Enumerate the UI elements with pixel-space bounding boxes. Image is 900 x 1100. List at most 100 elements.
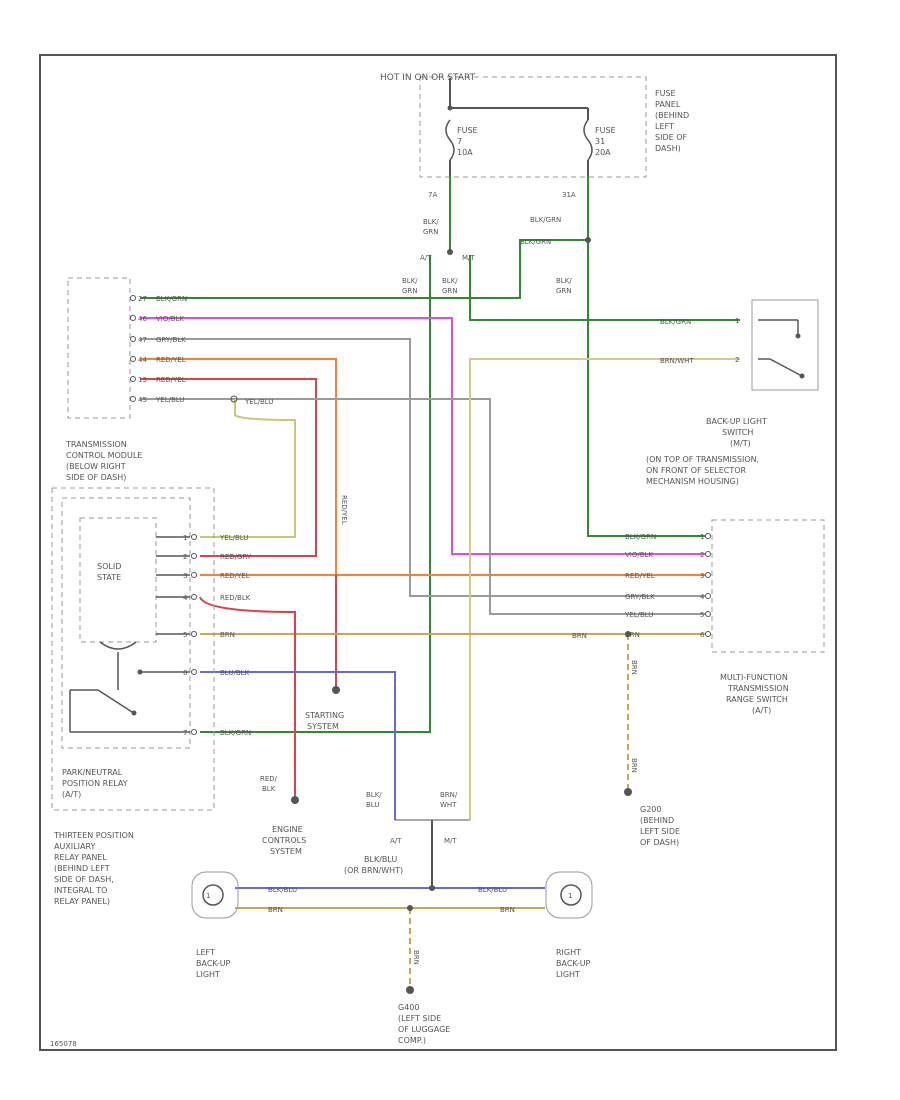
fuse-panel-label-2: PANEL [655,100,681,109]
g400-wire: BRN [412,950,420,965]
g200-label-3: LEFT SIDE [640,827,680,836]
fuse-31-label-2: 31 [595,137,605,146]
hot-label: HOT IN ON OR START [380,73,476,83]
relay-wire-5: BLU/BLK [220,669,250,677]
left-lamp-icon [202,884,224,906]
mfs-pin-2 [705,572,711,578]
relay-pin-number-5: 6 [183,669,188,677]
tcm-wire-0: BLK/GRN [156,295,187,303]
fuse-panel-label-6: DASH) [655,144,681,153]
mfs-pin-4 [705,611,711,617]
relay-pin-3 [191,594,197,600]
g400-label-3: OF LUGGAGE [398,1025,450,1034]
switch-wire-2: BRN/WHT [660,357,694,365]
relay-vertical-wire: RED/YEL [340,495,348,525]
relay-wire-3: RED/BLK [220,594,251,602]
tcm-pin-4 [130,376,136,382]
starting-system-2: SYSTEM [307,722,339,731]
junction-label-2: (OR BRN/WHT) [344,866,403,875]
tcm-wire-3: RED/YEL [156,356,186,364]
switch-blade [769,358,801,376]
mid-wire-right-2: GRN [442,287,458,295]
fuse-panel-label-4: LEFT [655,122,674,131]
svg-text:1: 1 [206,892,210,900]
fuse-panel-label-3: (BEHIND [655,111,689,120]
g200-wire-1: BRN [630,660,638,675]
left-light-label-3: LIGHT [196,970,220,979]
relay-contact [97,689,133,713]
left-lamp-wire-2: BRN [268,906,283,914]
mfs-wire-left: BRN [572,632,587,640]
splice-nodes [230,237,632,994]
relay-pin-number-1: 2 [183,553,187,561]
fuse-31-label-3: 20A [595,148,611,157]
splice-at-label: A/T [420,254,432,262]
wire-tcm27-grn [140,239,588,299]
svg-text:1: 1 [568,892,572,900]
relay-wire-1: RED/GRY [220,553,252,561]
switch-pin-2: 2 [735,356,739,364]
panel-label-4: (BEHIND LEFT [54,864,110,873]
misc-labels: STARTING SYSTEM RED/ BLK ENGINE CONTROLS… [50,660,680,1048]
engine-controls-3: SYSTEM [270,847,302,856]
switch-label-1: BACK-UP LIGHT [706,417,767,426]
mid-wire-far-1: BLK/ [556,277,572,285]
wire-relay7-grn [200,255,431,733]
mid-wire-left-1: BLK/ [402,277,418,285]
mid-wire-right-1: BLK/ [442,277,458,285]
fuse-31-label-1: FUSE [595,126,616,135]
wire-redblk [199,596,296,800]
switch-label-5: ON FRONT OF SELECTOR [646,466,747,475]
relay-panel-outer [51,487,215,811]
g200-label-2: (BEHIND [640,816,674,825]
fuse31-wire: BLK/GRN [530,216,561,224]
wire-blublk [200,671,396,820]
brnwht-wire-1: BRN/ [440,791,458,799]
engine-wire-1: RED/ [260,775,278,783]
mfs-label-2: TRANSMISSION [727,684,789,693]
tcm-label-2: CONTROL MODULE [66,451,142,460]
mfs-wire-5: BRN [625,631,640,639]
relay-pin-1 [191,553,197,559]
right-lamp-icon [560,884,582,906]
fuse-31-symbol [583,119,593,161]
solid-state-1: SOLID [97,562,121,571]
mid-wire-left-2: GRN [402,287,418,295]
tcm-pin-number-4: 13 [138,376,147,384]
mfs-wire-0: BLK/GRN [625,533,656,541]
switch-label-2: SWITCH [722,428,753,437]
relay-pin-5 [191,669,197,675]
mfs-pin-number-2: 3 [700,572,704,580]
switch-wire-1: BLK/GRN [660,318,691,326]
fuse-31-pin: 31A [562,191,576,199]
relay-wire-0: YEL/BLU [219,534,248,542]
tcm-pin-2 [130,336,136,342]
fuse-7-symbol [445,119,455,161]
switch-pin-1: 1 [735,317,739,325]
junction-label-1: BLK/BLU [364,855,397,864]
splice-labels: A/T M/T BLK/GRN BLK/ GRN BLK/GRN BLK/ GR… [402,216,572,295]
fuse-panel-box [419,76,647,178]
engine-wire-2: BLK [262,785,276,793]
wire-brnwht [469,358,740,820]
tcm-pin-number-1: 46 [138,315,147,323]
tcm-pin-3 [130,356,136,362]
mfs-pin-number-5: 6 [700,631,705,639]
switch-label-4: (ON TOP OF TRANSMISSION, [646,455,759,464]
mfs-pins: 1BLK/GRN2VIO/BLK3RED/YEL4GRY/BLK5YEL/BLU… [624,533,711,639]
wire-org-mfs [140,358,705,576]
mfs-box [711,519,825,653]
tcm-pin-0 [130,295,136,301]
right-light-label-3: LIGHT [556,970,580,979]
wires [140,176,740,990]
blublk-wire-2: BLU [366,801,379,809]
right-light-label-1: RIGHT [556,948,581,957]
mfs-wire-1: VIO/BLK [625,551,653,559]
relay-pin-number-2: 3 [183,572,187,580]
relay-name-1: PARK/NEUTRAL [62,768,123,777]
tcm-wire-4: RED/YEL [156,376,186,384]
